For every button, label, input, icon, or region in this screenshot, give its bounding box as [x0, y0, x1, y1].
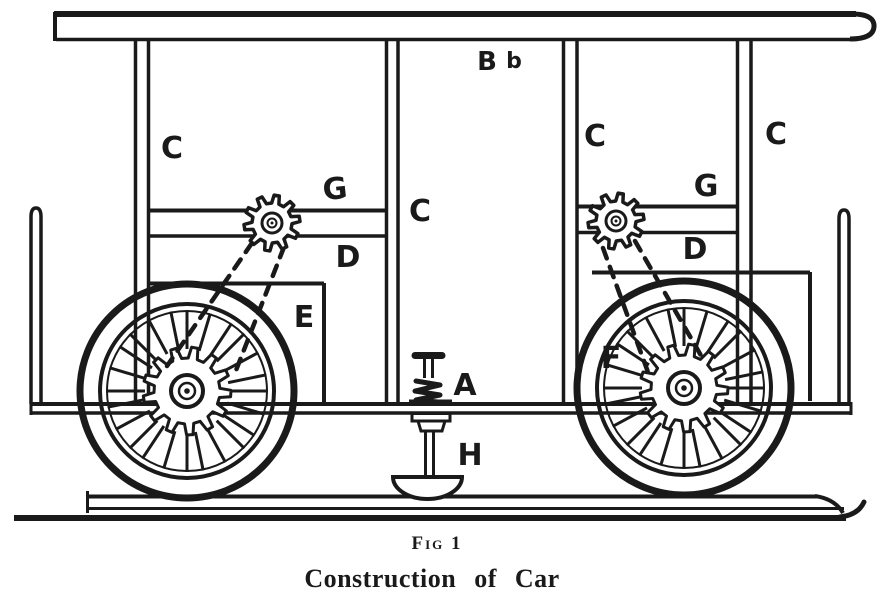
- left-wheel: [76, 280, 298, 502]
- label-B: B: [477, 47, 497, 77]
- label-G-right: G: [694, 169, 719, 204]
- part-labels: B b C C C C G G D D E F A H: [161, 47, 787, 473]
- gear-shaft-bars: [150, 204, 738, 238]
- label-C-right-inner: C: [584, 119, 606, 154]
- right-gear: [586, 191, 646, 251]
- left-bumper-post: [29, 206, 43, 404]
- right-bumper-post: [837, 208, 851, 402]
- label-D-left: D: [336, 240, 361, 275]
- jack-brake-mechanism: [390, 352, 465, 501]
- figure-captions: Fig 1 Construction of Car: [304, 533, 559, 593]
- spring-coil: [412, 378, 443, 405]
- drive-belts: [164, 238, 706, 378]
- figure-title: Construction of Car: [304, 564, 559, 593]
- vertical-posts: [133, 41, 753, 404]
- label-C-right-outer: C: [765, 117, 787, 152]
- label-E: E: [294, 300, 315, 335]
- label-H: H: [457, 438, 482, 473]
- brake-shoe: [390, 475, 465, 501]
- label-F: F: [601, 341, 622, 376]
- right-wheel: [573, 277, 795, 499]
- label-D-right: D: [683, 232, 708, 267]
- left-gear: [242, 193, 302, 253]
- label-C-left: C: [161, 131, 183, 166]
- label-C-center: C: [409, 194, 431, 229]
- label-G-left: G: [321, 171, 349, 208]
- figure-number: Fig 1: [411, 533, 462, 554]
- car-frame: [14, 11, 877, 521]
- box-F: [592, 270, 812, 401]
- roof-rail: [53, 11, 877, 42]
- label-b: b: [506, 49, 522, 74]
- label-A: A: [453, 368, 477, 403]
